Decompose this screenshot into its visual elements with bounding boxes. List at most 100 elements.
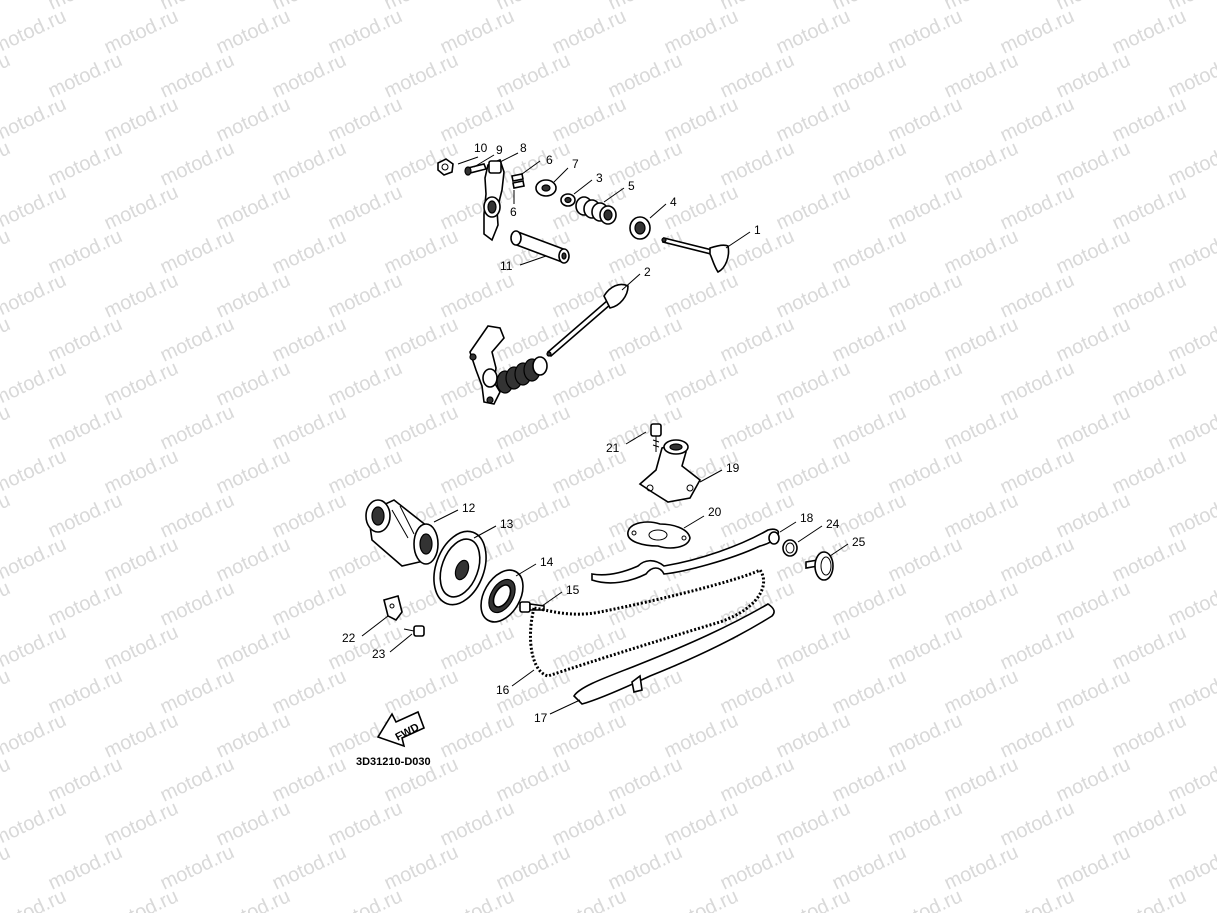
callout-13: 13 xyxy=(500,517,514,531)
watermark-text: motod.ru xyxy=(0,93,70,146)
callout-10: 10 xyxy=(474,141,488,155)
watermark-text: motod.ru xyxy=(1165,577,1217,630)
watermark-text: motod.ru xyxy=(0,621,70,674)
leader-lines xyxy=(361,152,849,715)
part-20-gasket xyxy=(627,521,691,549)
part-12-camshaft xyxy=(365,499,439,567)
watermark-text: motod.ru xyxy=(1165,401,1217,454)
watermark-text: motod.ru xyxy=(0,665,14,718)
callout-22: 22 xyxy=(342,631,356,645)
callout-5: 5 xyxy=(628,179,635,193)
callout-6-upper: 6 xyxy=(546,153,553,167)
callout-25: 25 xyxy=(852,535,866,549)
callout-24: 24 xyxy=(826,517,840,531)
callout-3: 3 xyxy=(596,171,603,185)
watermark-text: motod.ru xyxy=(1165,137,1217,190)
watermark-text: motod.ru xyxy=(549,885,630,913)
callout-4: 4 xyxy=(670,195,677,209)
watermark-text: motod.ru xyxy=(1165,489,1217,542)
watermark-text: motod.ru xyxy=(325,885,406,913)
callout-18: 18 xyxy=(800,511,814,525)
callout-14: 14 xyxy=(540,555,554,569)
watermark-text: motod.ru xyxy=(0,841,14,894)
watermark-text: motod.ru xyxy=(0,489,14,542)
lower-valve-spring xyxy=(496,356,548,394)
diagram-code: 3D31210-D030 xyxy=(356,756,431,768)
part-1-valve xyxy=(661,237,730,274)
part-11-rocker-shaft xyxy=(510,230,570,264)
watermark-text: motod.ru xyxy=(0,885,70,913)
watermark-text: motod.ru xyxy=(1165,665,1217,718)
part-6-cotter-lower xyxy=(512,180,525,189)
watermark-text: motod.ru xyxy=(0,401,14,454)
watermark-text: motod.ru xyxy=(661,885,742,913)
watermark-text: motod.ru xyxy=(0,357,70,410)
watermark-text: motod.ru xyxy=(773,885,854,913)
callout-16: 16 xyxy=(496,683,510,697)
lower-rocker-arm xyxy=(469,325,505,405)
part-23-bolt xyxy=(403,625,425,637)
callout-9: 9 xyxy=(496,143,503,157)
part-6-cotter-upper xyxy=(511,173,524,182)
watermark-text: motod.ru xyxy=(1165,841,1217,894)
part-17-chain-guide-lower xyxy=(572,603,775,705)
part-14-plate xyxy=(480,569,524,623)
watermark-text: motod.ru xyxy=(1165,313,1217,366)
part-8-rocker-arm xyxy=(483,158,505,242)
watermark-text: motod.ru xyxy=(0,225,14,278)
watermark-text: motod.ru xyxy=(0,269,70,322)
watermark-text: motod.ru xyxy=(0,0,14,15)
watermark-text: motod.ru xyxy=(437,885,518,913)
watermark-text: motod.ru xyxy=(1109,885,1190,913)
part-9-screw xyxy=(464,163,488,176)
callout-12: 12 xyxy=(462,501,476,515)
chain-assembly xyxy=(528,528,834,705)
part-21-bolt xyxy=(650,423,662,452)
watermark-text: motod.ru xyxy=(1165,225,1217,278)
callout-7: 7 xyxy=(572,157,579,171)
tensioner-assembly xyxy=(627,423,702,549)
part-19-tensioner-housing xyxy=(638,439,702,503)
callout-numbers: 10 9 8 6 6 7 3 5 4 1 2 11 21 19 20 12 13… xyxy=(342,141,866,725)
callout-17: 17 xyxy=(534,711,548,725)
watermark-text: motod.ru xyxy=(885,885,966,913)
part-3-valve-seal xyxy=(560,193,576,207)
watermark-text: motod.ru xyxy=(1165,753,1217,806)
callout-21: 21 xyxy=(606,441,620,455)
callout-11: 11 xyxy=(500,259,513,273)
watermark-text: motod.ru xyxy=(213,885,294,913)
callout-8: 8 xyxy=(520,141,527,155)
watermark-text: motod.ru xyxy=(0,709,70,762)
camshaft-assembly xyxy=(365,499,545,637)
part-13-sprocket xyxy=(433,530,487,606)
part-24-o-ring xyxy=(782,539,798,557)
watermark-text: motod.ru xyxy=(0,797,70,850)
callout-15: 15 xyxy=(566,583,580,597)
callout-2: 2 xyxy=(644,265,651,279)
watermark-text: motod.ru xyxy=(0,533,70,586)
callout-6-lower: 6 xyxy=(510,205,517,219)
part-10-nut xyxy=(437,158,454,176)
callout-19: 19 xyxy=(726,461,740,475)
watermark-text: motod.ru xyxy=(0,49,14,102)
watermark-text: motod.ru xyxy=(0,5,70,58)
watermark-text: motod.ru xyxy=(1165,49,1217,102)
watermark-text: motod.ru xyxy=(997,885,1078,913)
watermark-text: motod.ru xyxy=(0,313,14,366)
part-22-plate xyxy=(383,595,403,622)
watermark-text: motod.ru xyxy=(0,445,70,498)
callout-1: 1 xyxy=(754,223,761,237)
watermark-text: motod.ru xyxy=(0,577,14,630)
watermark-text: motod.ru xyxy=(0,181,70,234)
part-18-chain-guide-upper xyxy=(591,528,780,584)
callout-23: 23 xyxy=(372,647,386,661)
part-5-valve-spring xyxy=(575,196,617,225)
watermark-text: motod.ru xyxy=(101,885,182,913)
callout-20: 20 xyxy=(708,505,722,519)
watermark-text: motod.ru xyxy=(0,137,14,190)
part-2-valve xyxy=(546,283,629,358)
part-7-retainer xyxy=(535,179,557,197)
upper-valve-assembly xyxy=(437,158,730,405)
